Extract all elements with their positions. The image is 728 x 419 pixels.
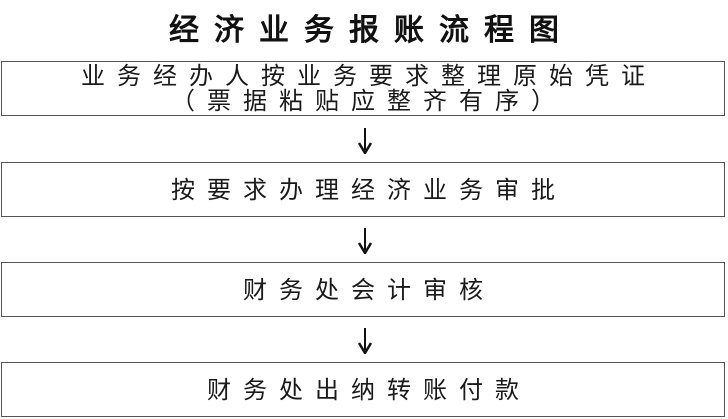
down-arrow-icon — [357, 228, 373, 254]
down-arrow-icon — [357, 128, 373, 154]
step-1-box: 业务经办人按业务要求整理原始凭证 （票据粘贴应整齐有序） — [1, 61, 725, 116]
down-arrow-icon — [357, 328, 373, 354]
step-3-line-1: 财务处会计审核 — [243, 275, 495, 304]
step-4-box: 财务处出纳转账付款 — [1, 362, 725, 417]
step-2-line-1: 按要求办理经济业务审批 — [171, 175, 567, 204]
step-2-box: 按要求办理经济业务审批 — [1, 162, 725, 217]
step-1-line-2: （票据粘贴应整齐有序） — [171, 86, 567, 115]
flowchart-title: 经济业务报账流程图 — [169, 13, 574, 48]
step-3-box: 财务处会计审核 — [1, 262, 725, 317]
step-4-line-1: 财务处出纳转账付款 — [207, 375, 531, 404]
step-1-line-1: 业务经办人按业务要求整理原始凭证 — [81, 61, 657, 90]
